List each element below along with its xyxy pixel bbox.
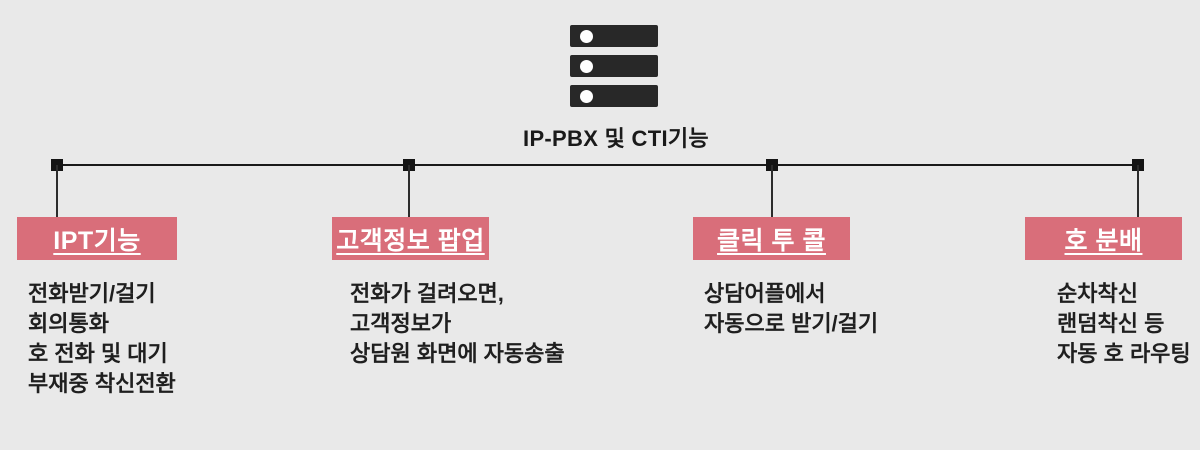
branch-title: 클릭 투 콜 <box>717 226 826 255</box>
connector-vertical-line-3 <box>771 165 773 217</box>
list-item: 상담원 화면에 자동송출 <box>350 341 565 366</box>
list-item: 랜덤착신 등 <box>1057 311 1165 336</box>
branch-title: IPT기능 <box>53 226 141 255</box>
list-item: 고객정보가 <box>350 311 452 336</box>
server-led-dot <box>580 29 593 43</box>
list-item: 전화가 걸려오면, <box>350 281 504 306</box>
connector-vertical-line-2 <box>408 165 410 217</box>
list-item: 순차착신 <box>1057 281 1138 306</box>
list-item: 회의통화 <box>28 311 109 336</box>
connector-horizontal-line <box>57 164 1138 166</box>
server-led-dot <box>580 89 593 103</box>
list-item: 자동으로 받기/걸기 <box>704 311 879 336</box>
branch-box-customer-popup: 고객정보 팝업 <box>332 217 489 260</box>
branch-box-ipt: IPT기능 <box>17 217 177 260</box>
list-item: 자동 호 라우팅 <box>1057 341 1191 366</box>
diagram-title: IP-PBX 및 CTI기능 <box>523 126 709 151</box>
list-item: 전화받기/걸기 <box>28 281 156 306</box>
connector-vertical-line-1 <box>56 165 58 217</box>
connector-vertical-line-4 <box>1137 165 1139 217</box>
server-bar <box>570 85 658 107</box>
branch-list-click-to-call: 상담어플에서 자동으로 받기/걸기 <box>704 279 878 339</box>
server-icon <box>570 25 658 107</box>
branch-title: 고객정보 팝업 <box>336 226 485 255</box>
branch-box-call-distribution: 호 분배 <box>1025 217 1182 260</box>
list-item: 상담어플에서 <box>704 281 826 306</box>
server-led-dot <box>580 59 593 73</box>
server-bar <box>570 55 658 77</box>
branch-list-call-distribution: 순차착신 랜덤착신 등 자동 호 라우팅 <box>1057 279 1191 369</box>
list-item: 호 전화 및 대기 <box>28 341 168 366</box>
branch-list-customer-popup: 전화가 걸려오면, 고객정보가 상담원 화면에 자동송출 <box>350 279 565 369</box>
list-item: 부재중 착신전환 <box>28 371 176 396</box>
branch-title: 호 분배 <box>1064 226 1143 255</box>
server-bar <box>570 25 658 47</box>
branch-list-ipt: 전화받기/걸기 회의통화 호 전화 및 대기 부재중 착신전환 <box>28 279 176 399</box>
branch-box-click-to-call: 클릭 투 콜 <box>693 217 850 260</box>
